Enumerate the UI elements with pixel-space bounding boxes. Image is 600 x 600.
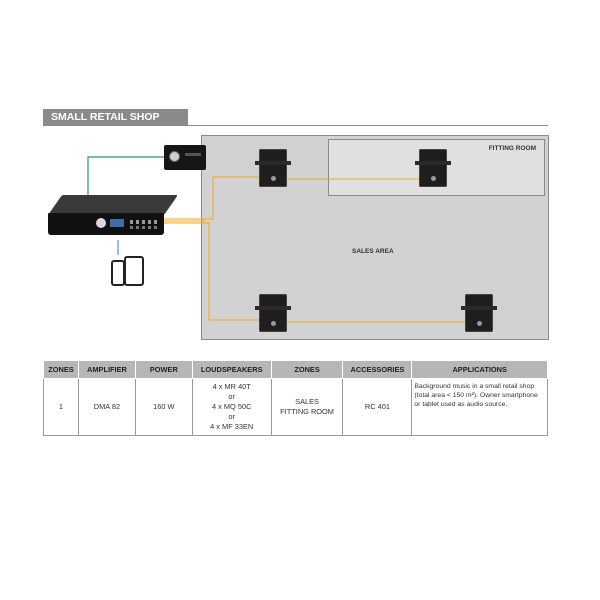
loudspeaker-separator: or <box>228 412 235 421</box>
column-header: ZONES <box>43 360 79 379</box>
amplifier-buttons <box>130 220 160 224</box>
speaker-icon <box>255 294 291 332</box>
loudspeaker-option: 4 x MR 40T <box>212 382 251 391</box>
sales-area-label: SALES AREA <box>352 248 394 255</box>
loudspeaker-option: 4 x MQ 50C <box>211 402 252 411</box>
amplifier-device <box>48 195 179 239</box>
smartphone-icon <box>111 260 125 286</box>
speaker-logo <box>270 176 276 181</box>
loudspeakers-cell: 4 x MR 40T or 4 x MQ 50C or 4 x MF 33EN <box>191 378 272 436</box>
column-header: AMPLIFIER <box>77 360 136 379</box>
amplifier-front-panel <box>48 213 164 235</box>
column-header: ZONES <box>270 360 344 379</box>
speaker-bracket <box>461 306 497 310</box>
speaker-logo <box>270 321 276 326</box>
tablet-icon <box>124 256 144 286</box>
power-cell: 160 W <box>134 378 193 436</box>
speaker-bracket <box>415 161 451 165</box>
column-header: LOUDSPEAKERS <box>191 360 272 379</box>
applications-cell: Background music in a small retail shop … <box>411 378 548 436</box>
section-title: SMALL RETAIL SHOP <box>43 109 188 126</box>
speaker-icon <box>255 149 291 187</box>
header-divider <box>188 125 548 126</box>
speaker-icon <box>461 294 497 332</box>
table-row: 1 DMA 82 160 W 4 x MR 40T or 4 x MQ 50C … <box>43 378 548 436</box>
speaker-wire-upper <box>164 176 270 220</box>
zone-name: SALES <box>295 397 319 406</box>
amplifier-top <box>48 195 179 215</box>
speaker-logo <box>476 321 482 326</box>
system-spec-table: ZONES AMPLIFIER POWER LOUDSPEAKERS ZONES… <box>43 360 548 436</box>
accessories-cell: RC 401 <box>342 378 413 436</box>
amplifier-screen <box>110 219 124 227</box>
speaker-wire-lower <box>164 222 270 321</box>
zone-names-cell: SALES FITTING ROOM <box>270 378 344 436</box>
column-header: POWER <box>134 360 193 379</box>
panel-display <box>185 153 201 156</box>
amplifier-cell: DMA 82 <box>77 378 136 436</box>
volume-knob-icon <box>169 151 180 162</box>
control-wire <box>87 156 164 197</box>
speaker-icon <box>415 149 451 187</box>
fitting-room-label: FITTING ROOM <box>488 145 536 152</box>
table-header-row: ZONES AMPLIFIER POWER LOUDSPEAKERS ZONES… <box>43 360 548 379</box>
loudspeaker-separator: or <box>228 392 235 401</box>
speaker-bracket <box>255 161 291 165</box>
zone-name: FITTING ROOM <box>280 407 334 416</box>
speaker-bracket <box>255 306 291 310</box>
zones-count-cell: 1 <box>43 378 79 436</box>
speaker-logo <box>430 176 436 181</box>
column-header: ACCESSORIES <box>342 360 413 379</box>
amplifier-buttons-lower <box>130 226 160 229</box>
wall-control-panel <box>164 145 206 170</box>
loudspeaker-option: 4 x MF 33EN <box>210 422 254 431</box>
column-header: APPLICATIONS <box>411 360 548 379</box>
amplifier-logo-icon <box>96 218 106 228</box>
